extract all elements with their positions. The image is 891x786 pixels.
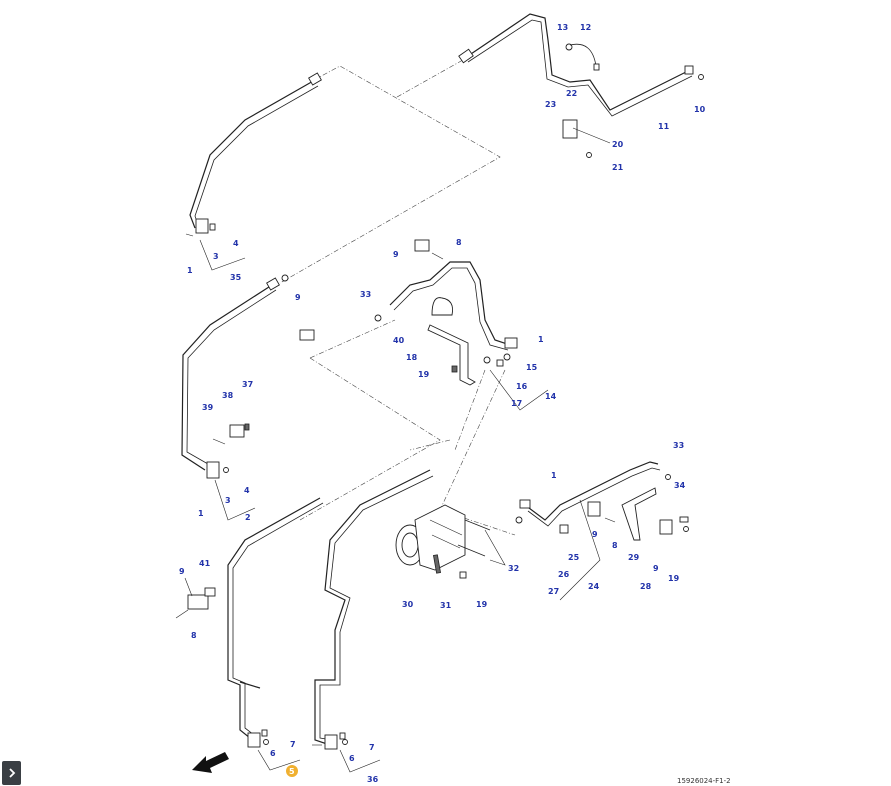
callout-9[interactable]: 9 (295, 293, 301, 302)
pipe-assembly-11 (458, 13, 704, 158)
chevron-right-icon (8, 768, 15, 778)
callout-6[interactable]: 6 (270, 749, 276, 758)
callout-36[interactable]: 36 (367, 775, 379, 784)
callout-34[interactable]: 34 (674, 481, 686, 490)
direction-arrow-icon (192, 752, 229, 773)
callout-3[interactable]: 3 (225, 496, 231, 505)
callout-13[interactable]: 13 (557, 23, 568, 32)
bracket-assembly-18 (299, 239, 549, 411)
callout-17[interactable]: 17 (511, 399, 522, 408)
callout-10[interactable]: 10 (694, 105, 706, 114)
drawing-id: 15926024-F1-2 (677, 777, 731, 785)
callout-9[interactable]: 9 (592, 530, 598, 539)
callout-2[interactable]: 2 (245, 513, 251, 522)
callout-9[interactable]: 9 (179, 567, 185, 576)
callout-1[interactable]: 1 (198, 509, 204, 518)
callout-35[interactable]: 35 (230, 273, 242, 282)
callout-19[interactable]: 19 (668, 574, 680, 583)
callout-1[interactable]: 1 (551, 471, 557, 480)
callout-9[interactable]: 9 (653, 564, 659, 573)
callout-18[interactable]: 18 (406, 353, 418, 362)
callout-40[interactable]: 40 (393, 336, 405, 345)
callout-8[interactable]: 8 (191, 631, 197, 640)
pipe-assembly-36 (312, 469, 434, 773)
callout-26[interactable]: 26 (558, 570, 570, 579)
callouts[interactable]: 1 3 4 35 13 12 10 11 22 23 20 21 9 8 33 … (179, 23, 706, 784)
callout-31[interactable]: 31 (440, 601, 452, 610)
callout-33[interactable]: 33 (673, 441, 684, 450)
callout-25[interactable]: 25 (568, 553, 580, 562)
callout-33[interactable]: 33 (360, 290, 371, 299)
compressor-30 (395, 504, 506, 579)
callout-24[interactable]: 24 (588, 582, 600, 591)
callout-22[interactable]: 22 (566, 89, 577, 98)
callout-30[interactable]: 30 (402, 600, 414, 609)
callout-39[interactable]: 39 (202, 403, 214, 412)
callout-14[interactable]: 14 (545, 392, 557, 401)
callout-20[interactable]: 20 (612, 140, 624, 149)
clamp-group-41 (175, 577, 216, 619)
callout-6[interactable]: 6 (349, 754, 355, 763)
connection-lines (279, 55, 516, 536)
callout-19[interactable]: 19 (476, 600, 488, 609)
callout-16[interactable]: 16 (516, 382, 528, 391)
callout-1[interactable]: 1 (538, 335, 544, 344)
callout-29[interactable]: 29 (628, 553, 640, 562)
callout-15[interactable]: 15 (526, 363, 538, 372)
callout-23[interactable]: 23 (545, 100, 556, 109)
callout-37[interactable]: 37 (242, 380, 253, 389)
callout-8[interactable]: 8 (456, 238, 462, 247)
callout-3[interactable]: 3 (213, 252, 219, 261)
callout-38[interactable]: 38 (222, 391, 234, 400)
callout-28[interactable]: 28 (640, 582, 652, 591)
callout-11[interactable]: 11 (658, 122, 670, 131)
expand-panel-button[interactable] (2, 761, 21, 785)
callout-21[interactable]: 21 (612, 163, 624, 172)
callout-1[interactable]: 1 (187, 266, 193, 275)
pipe-assembly-2 (181, 274, 289, 521)
callout-9[interactable]: 9 (393, 250, 399, 259)
callout-5[interactable]: 5 (289, 767, 295, 776)
callout-41[interactable]: 41 (199, 559, 211, 568)
callout-27[interactable]: 27 (548, 587, 559, 596)
pipe-assembly-5 (227, 497, 324, 771)
callout-5-highlight[interactable] (286, 765, 298, 777)
callout-12[interactable]: 12 (580, 23, 591, 32)
pipe-assembly-35 (185, 72, 322, 271)
pipe-assembly-24 (515, 461, 689, 601)
callout-4[interactable]: 4 (244, 486, 250, 495)
callout-19[interactable]: 19 (418, 370, 430, 379)
callout-32[interactable]: 32 (508, 564, 519, 573)
callout-7[interactable]: 7 (290, 740, 296, 749)
callout-7[interactable]: 7 (369, 743, 375, 752)
callout-8[interactable]: 8 (612, 541, 618, 550)
callout-4[interactable]: 4 (233, 239, 239, 248)
